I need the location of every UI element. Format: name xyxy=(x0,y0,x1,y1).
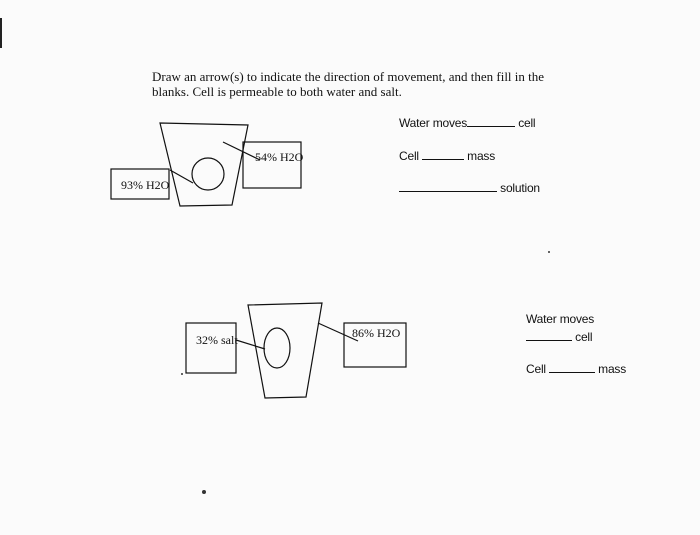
instructions-line-1: Draw an arrow(s) to indicate the directi… xyxy=(152,69,545,84)
pointer-right-2 xyxy=(317,322,359,342)
stray-mark xyxy=(548,251,550,253)
q1-solution-suffix: solution xyxy=(500,181,540,195)
diagram-1-left-label: 93% H2O xyxy=(121,178,170,192)
diagram-2-left-label: 32% salt xyxy=(196,333,238,347)
q1-water-moves-suffix: cell xyxy=(518,116,536,130)
beaker-2 xyxy=(247,302,323,399)
right-box-2 xyxy=(343,322,407,368)
q1-cell-suffix: mass xyxy=(467,149,496,163)
q2-cell-blank[interactable] xyxy=(549,362,596,373)
q2-water-moves-label: Water moves xyxy=(526,312,595,326)
q2-cell-suffix: mass xyxy=(598,362,627,376)
pointer-left-1 xyxy=(169,169,194,184)
pointer-right-1 xyxy=(222,141,261,161)
cell-2 xyxy=(263,327,291,369)
stray-mark xyxy=(202,490,206,494)
q1-cell-label: Cell xyxy=(399,149,419,163)
stray-mark xyxy=(181,373,183,375)
q1-water-moves-label: Water moves xyxy=(399,116,468,130)
q1-water-moves-blank[interactable] xyxy=(467,116,516,127)
instructions-line-2: blanks. Cell is permeable to both water … xyxy=(152,84,402,99)
q2-cell: Cell mass xyxy=(526,362,626,376)
q2-cell-label: Cell xyxy=(526,362,546,376)
page-edge-mark xyxy=(0,18,2,48)
beaker-1 xyxy=(159,122,249,207)
diagram-2-right-label: 86% H2O xyxy=(352,326,401,340)
q2-water-moves-blank[interactable] xyxy=(526,330,572,341)
q1-cell: Cell mass xyxy=(399,149,495,163)
right-box-1 xyxy=(242,141,302,189)
q1-solution: solution xyxy=(399,181,540,195)
q1-solution-blank[interactable] xyxy=(399,181,497,192)
q2-water-moves: Water moves xyxy=(526,312,594,326)
cell-1 xyxy=(191,157,225,191)
pointer-left-2 xyxy=(235,339,266,350)
instructions-text: Draw an arrow(s) to indicate the directi… xyxy=(152,69,622,99)
left-box-1 xyxy=(110,168,170,200)
q2-water-moves-line: cell xyxy=(526,330,593,344)
q1-water-moves: Water moves cell xyxy=(399,116,536,130)
q2-water-moves-suffix: cell xyxy=(575,330,593,344)
q1-cell-blank[interactable] xyxy=(422,149,465,160)
diagram-1-right-label: 54% H2O xyxy=(255,150,304,164)
left-box-2 xyxy=(185,322,237,374)
